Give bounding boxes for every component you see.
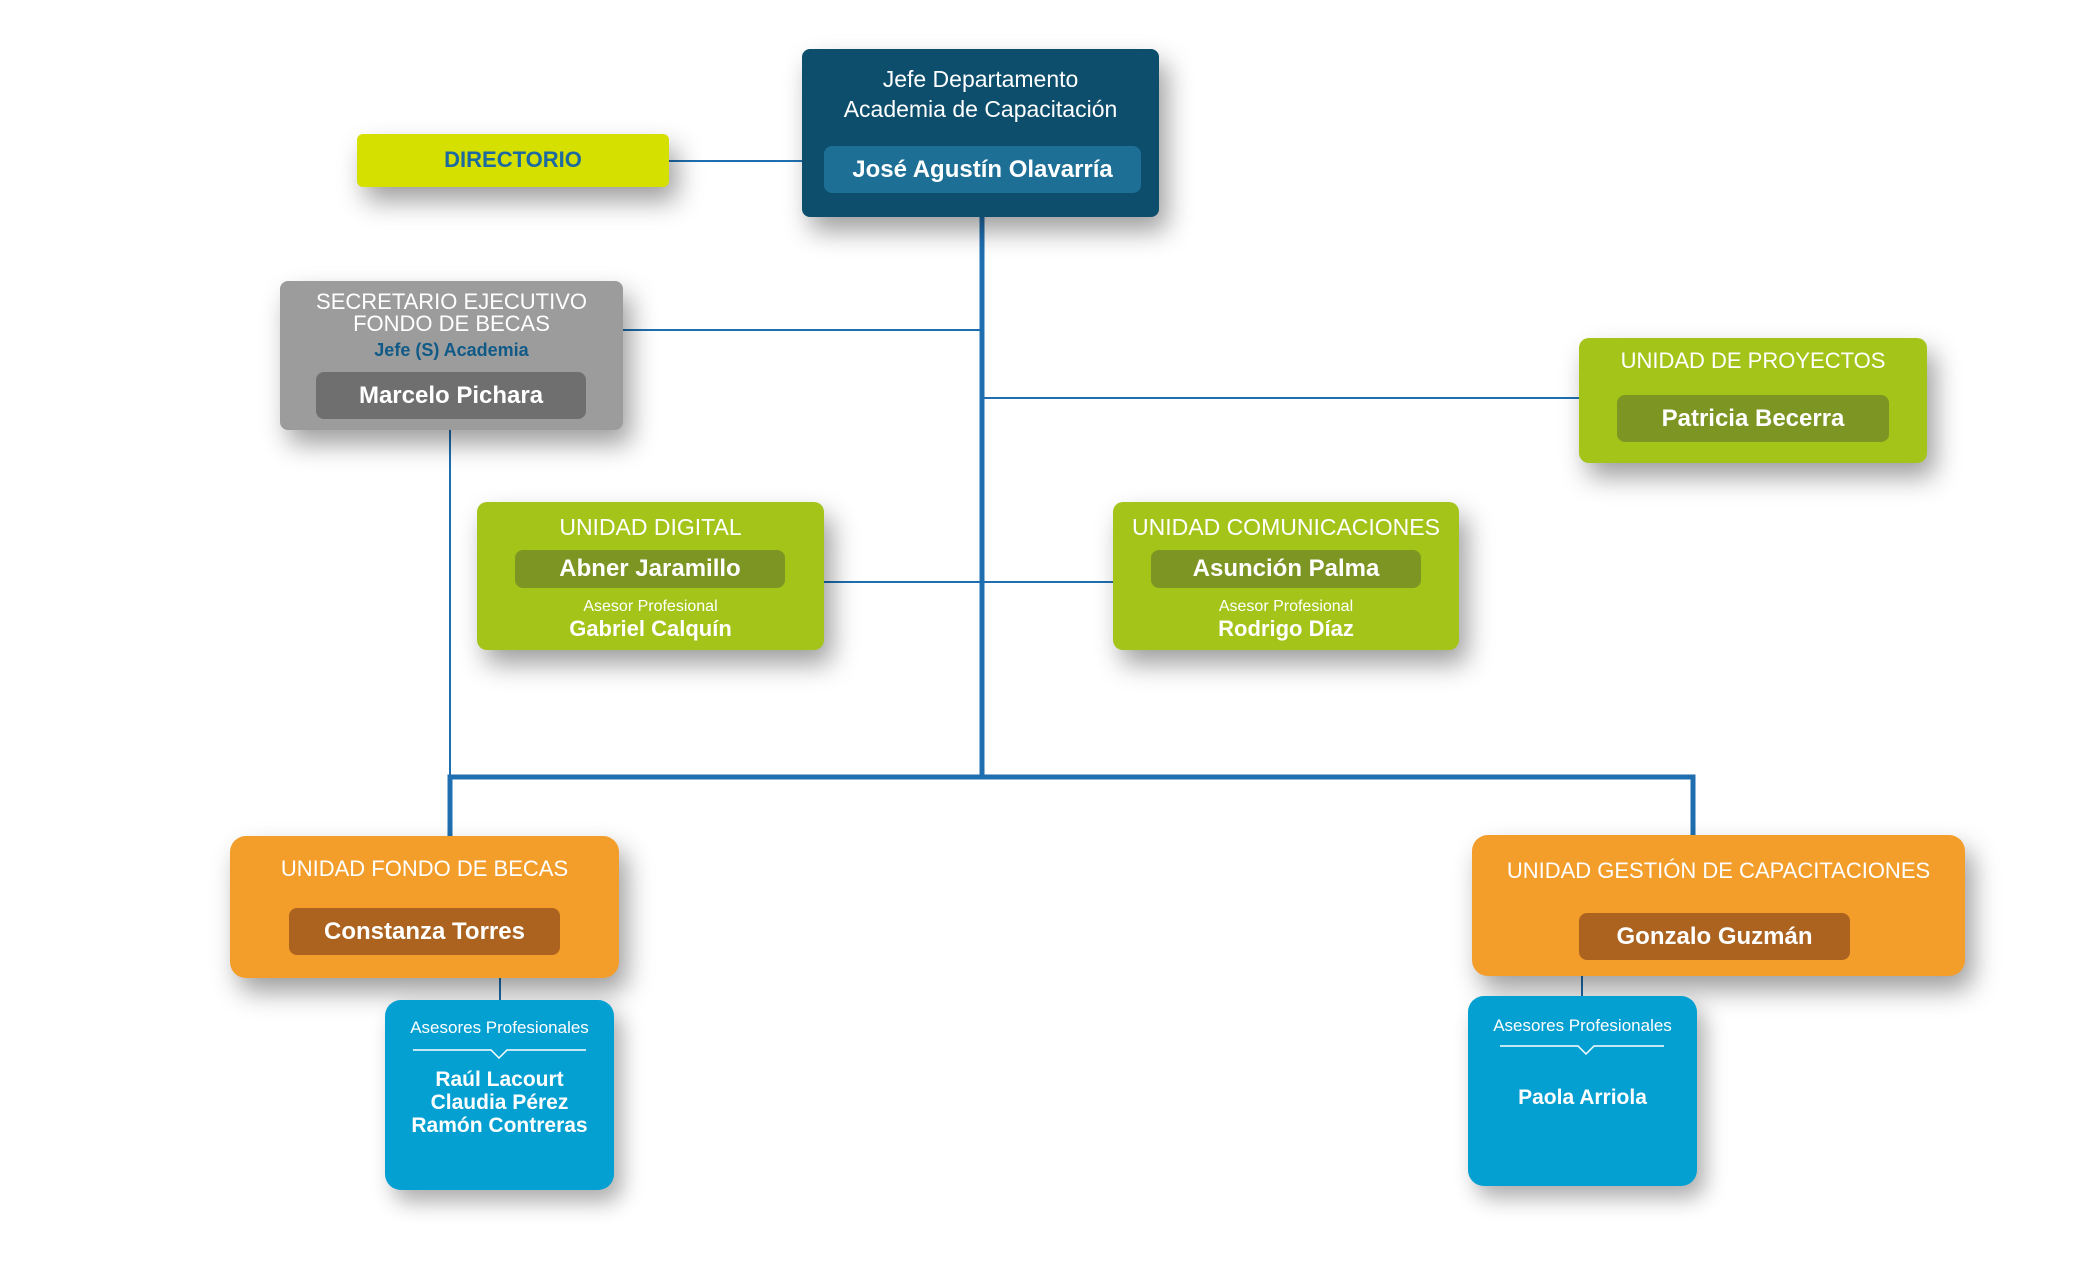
node-unidad-proyectos: UNIDAD DE PROYECTOS Patricia Becerra bbox=[1579, 338, 1927, 463]
digital-title: UNIDAD DIGITAL bbox=[559, 514, 742, 540]
proyectos-name: Patricia Becerra bbox=[1617, 395, 1889, 442]
asesores-becas-divider bbox=[413, 1049, 586, 1060]
asesores-becas-name-2: Claudia Pérez bbox=[430, 1091, 569, 1114]
comunicaciones-name: Asunción Palma bbox=[1151, 550, 1421, 588]
node-unidad-gestion-capacitaciones: UNIDAD GESTIÓN DE CAPACITACIONES Gonzalo… bbox=[1472, 835, 1965, 976]
asesores-gestion-label: Asesores Profesionales bbox=[1493, 1016, 1672, 1035]
node-unidad-digital: UNIDAD DIGITAL Abner Jaramillo Asesor Pr… bbox=[477, 502, 824, 650]
asesores-gestion-name-1: Paola Arriola bbox=[1518, 1086, 1647, 1109]
directorio-label: DIRECTORIO bbox=[444, 147, 582, 172]
digital-advisor-name: Gabriel Calquín bbox=[569, 616, 732, 641]
jefe-title-line1: Jefe Departamento bbox=[882, 66, 1079, 92]
fondo-becas-name: Constanza Torres bbox=[289, 908, 560, 955]
connector-bottom-bus bbox=[447, 774, 1696, 838]
asesores-gestion-divider bbox=[1500, 1045, 1664, 1056]
node-secretario-ejecutivo: SECRETARIO EJECUTIVO FONDO DE BECAS Jefe… bbox=[280, 281, 623, 430]
digital-name: Abner Jaramillo bbox=[515, 550, 785, 588]
secretario-title-line1: SECRETARIO EJECUTIVO bbox=[316, 289, 587, 314]
comunicaciones-advisor-name: Rodrigo Díaz bbox=[1218, 616, 1354, 641]
comunicaciones-advisor-label: Asesor Profesional bbox=[1218, 598, 1354, 615]
secretario-name: Marcelo Pichara bbox=[316, 372, 586, 419]
asesores-becas-name-3: Ramón Contreras bbox=[411, 1114, 588, 1137]
jefe-title-line2: Academia de Capacitación bbox=[843, 96, 1118, 122]
node-directorio: DIRECTORIO bbox=[357, 134, 669, 187]
node-jefe-departamento: Jefe Departamento Academia de Capacitaci… bbox=[802, 49, 1159, 217]
fondo-becas-title: UNIDAD FONDO DE BECAS bbox=[280, 856, 569, 881]
secretario-title-line2: FONDO DE BECAS bbox=[353, 311, 550, 336]
gestion-name: Gonzalo Guzmán bbox=[1579, 913, 1850, 960]
digital-advisor-label: Asesor Profesional bbox=[583, 598, 718, 615]
node-unidad-comunicaciones: UNIDAD COMUNICACIONES Asunción Palma Ase… bbox=[1113, 502, 1459, 650]
jefe-name: José Agustín Olavarría bbox=[824, 146, 1141, 193]
node-unidad-fondo-becas: UNIDAD FONDO DE BECAS Constanza Torres bbox=[230, 836, 619, 978]
comunicaciones-title: UNIDAD COMUNICACIONES bbox=[1132, 514, 1440, 540]
asesores-becas-label: Asesores Profesionales bbox=[410, 1018, 589, 1037]
proyectos-title: UNIDAD DE PROYECTOS bbox=[1620, 348, 1886, 373]
node-asesores-gestion: Asesores Profesionales Paola Arriola bbox=[1468, 996, 1697, 1186]
asesores-becas-name-1: Raúl Lacourt bbox=[435, 1068, 564, 1091]
gestion-title: UNIDAD GESTIÓN DE CAPACITACIONES bbox=[1506, 858, 1931, 883]
node-asesores-fondo-becas: Asesores Profesionales Raúl Lacourt Clau… bbox=[385, 1000, 614, 1190]
secretario-subtitle: Jefe (S) Academia bbox=[374, 340, 529, 360]
